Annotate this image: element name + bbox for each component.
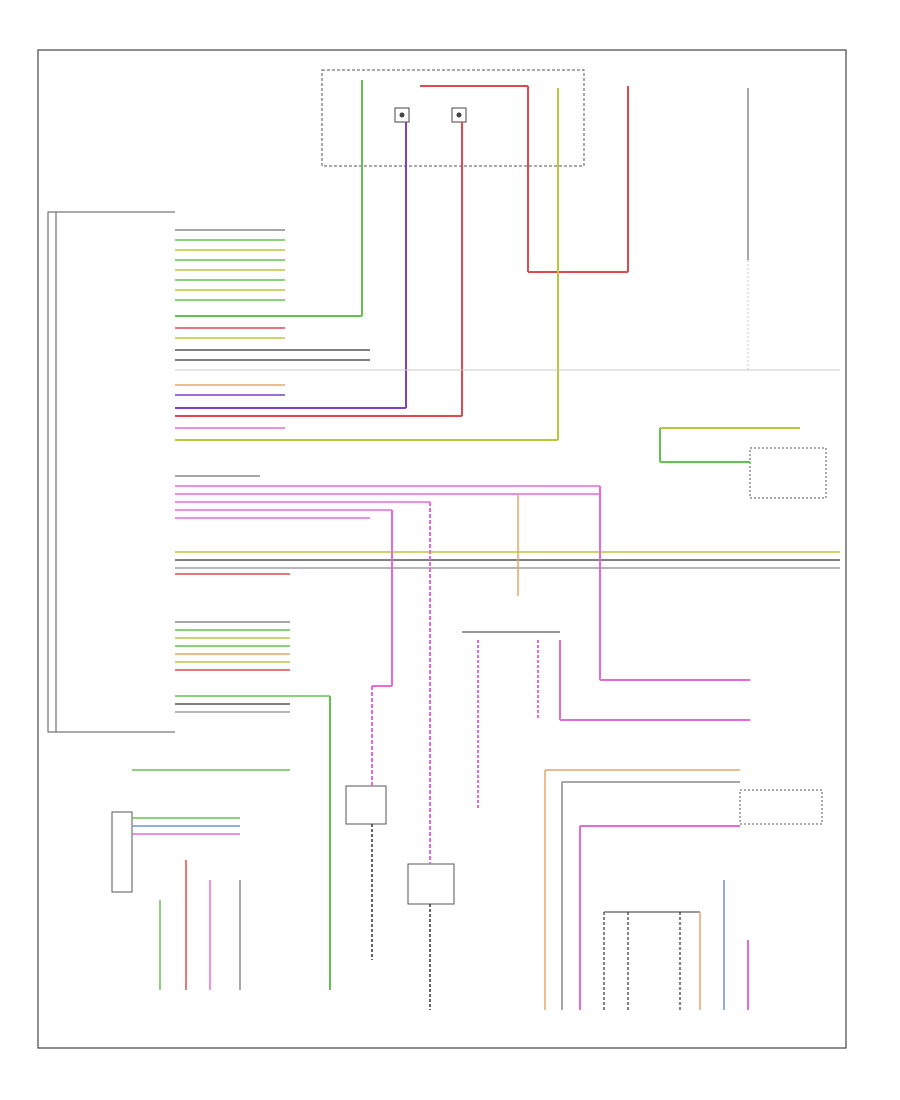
- right-connector-2: [739, 789, 823, 825]
- relay-2-contact: [456, 112, 462, 118]
- lower-left-wires: [132, 769, 290, 990]
- top-wires: [175, 80, 749, 441]
- main-module-wires: [175, 229, 840, 713]
- lower-sensor-box: [345, 785, 387, 825]
- main-module-edge: [47, 211, 57, 733]
- diagram-frame: [37, 49, 847, 1049]
- power-distribution-box: [321, 69, 585, 167]
- lower-left-module: [111, 811, 133, 893]
- lower-switch-box: [407, 863, 455, 905]
- lower-middle-wires: [329, 427, 800, 1010]
- right-connector-1: [749, 447, 827, 499]
- lower-right-wires: [544, 769, 749, 1010]
- relay-1-contact: [399, 112, 405, 118]
